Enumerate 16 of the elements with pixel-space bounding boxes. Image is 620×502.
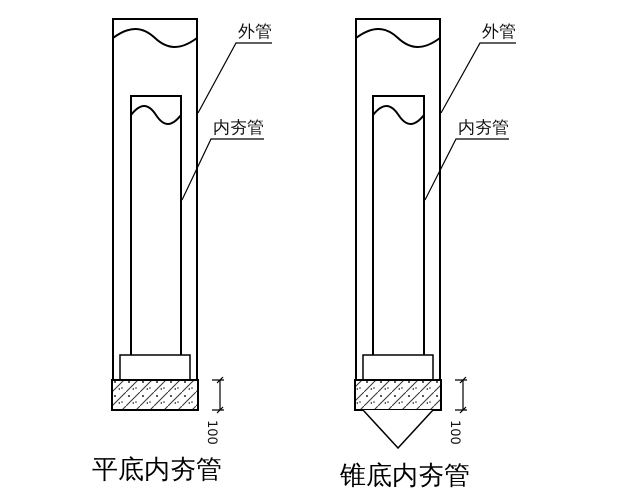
outer-pipe	[112, 18, 198, 380]
dimension-value: 100	[204, 420, 218, 445]
inner-pipe	[130, 95, 182, 355]
leader-line	[440, 42, 516, 114]
part-label: 外管	[238, 22, 272, 42]
part-label: 外管	[482, 22, 516, 42]
leader-line	[424, 138, 509, 200]
dimension-value: 100	[447, 420, 461, 445]
part-label: 内夯管	[458, 118, 509, 138]
inner-pipe	[372, 95, 425, 355]
leader-line	[181, 138, 264, 200]
figure-caption: 锥底内夯管	[340, 460, 470, 492]
figure-caption: 平底内夯管	[92, 454, 222, 486]
part-label: 内夯管	[213, 118, 264, 138]
leader-line	[197, 42, 272, 114]
outer-pipe	[355, 18, 441, 380]
